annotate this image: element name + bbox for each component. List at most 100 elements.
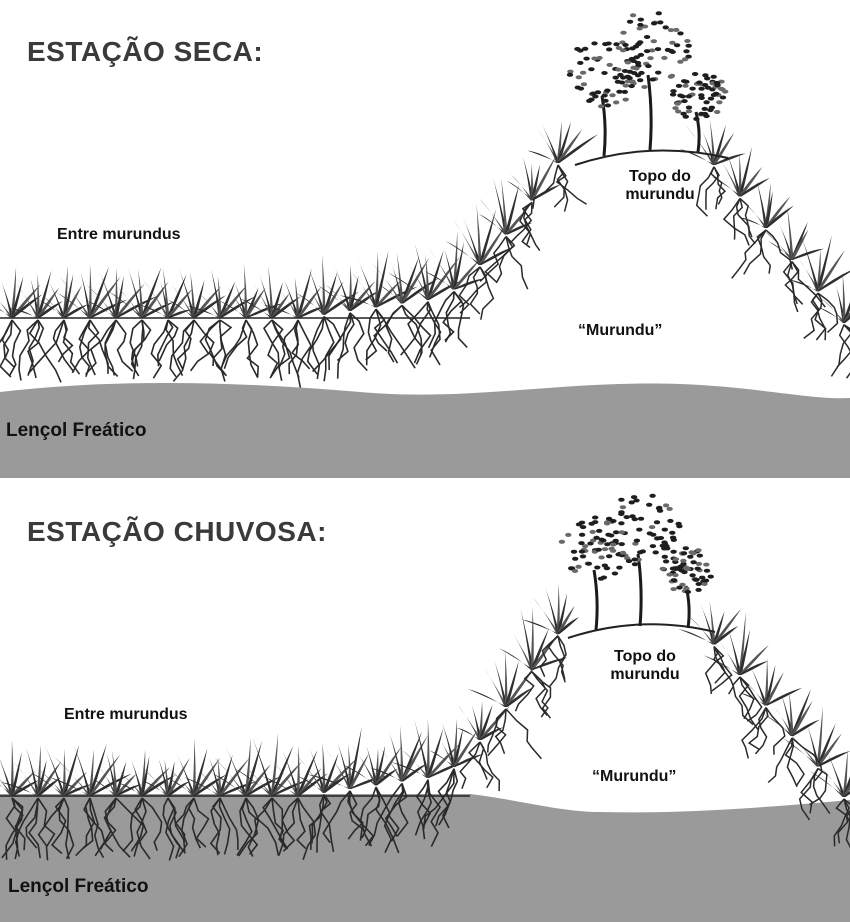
grass-blade xyxy=(36,301,63,318)
tree-leaf xyxy=(643,49,651,54)
grass-blade xyxy=(88,266,110,318)
root-strand xyxy=(278,797,299,856)
root-strand xyxy=(722,198,750,246)
grass-blade xyxy=(351,272,378,308)
tree-leaf xyxy=(612,530,620,535)
tree-leaf xyxy=(703,562,710,567)
root-strand xyxy=(75,797,96,857)
root-strand xyxy=(843,798,850,825)
tree-leaf xyxy=(618,80,626,85)
root-strand xyxy=(89,797,105,859)
tree-leaf xyxy=(616,89,623,94)
grass-blade xyxy=(366,745,378,786)
root-strand xyxy=(767,737,793,784)
grass-blade xyxy=(530,606,534,670)
root-strand xyxy=(245,797,280,856)
grass-blade xyxy=(716,152,742,197)
root-strand xyxy=(223,319,248,369)
root-strand xyxy=(316,794,325,853)
root-strand xyxy=(162,797,186,854)
root-strand xyxy=(104,319,119,377)
grass-blade xyxy=(478,224,507,265)
grass-blade xyxy=(244,287,259,318)
root-strand xyxy=(695,166,715,217)
grass-blade xyxy=(142,780,170,796)
tree-leaf xyxy=(588,67,595,72)
grass-blade xyxy=(224,745,248,796)
grass-blade xyxy=(744,681,768,706)
grass-blade xyxy=(711,176,742,197)
root-strand xyxy=(323,316,335,382)
tree-leaf xyxy=(674,101,681,106)
grass-blade xyxy=(119,771,144,796)
root-strand xyxy=(129,319,143,380)
grass-blade xyxy=(816,733,842,767)
grass-blade xyxy=(36,744,41,796)
grass-blade xyxy=(246,768,274,796)
grass-blade xyxy=(763,713,794,736)
dry-season-panel: ESTAÇÃO SECA: Entre murundus Topo do mur… xyxy=(0,11,850,478)
grass-blade xyxy=(36,270,52,318)
tree-leaf xyxy=(667,518,674,523)
grass-blade xyxy=(508,626,534,670)
tree-leaf xyxy=(609,548,617,553)
grass-blade xyxy=(426,250,444,300)
grass-blade xyxy=(414,719,430,778)
grass-blade xyxy=(452,242,464,290)
tree-leaf xyxy=(600,538,607,543)
grass-blade xyxy=(762,228,794,260)
grass-blade xyxy=(520,608,534,670)
grass-blade xyxy=(166,288,193,318)
tree-leaf xyxy=(635,42,642,47)
tree-leaf xyxy=(667,28,675,33)
tree-leaf xyxy=(643,35,651,39)
grass-blade xyxy=(348,726,362,789)
tree-leaf xyxy=(618,542,625,547)
grass-blade xyxy=(296,268,312,318)
tree-leaf xyxy=(719,95,727,100)
grass-blade xyxy=(701,129,716,165)
grass-blade xyxy=(127,268,144,318)
root-strand xyxy=(791,261,826,308)
root-strand xyxy=(27,319,65,375)
tree-leaf xyxy=(657,536,665,540)
grass-blade xyxy=(400,725,404,782)
root-strand xyxy=(487,708,507,757)
grass-blade xyxy=(116,286,144,318)
grass-blade xyxy=(270,732,279,796)
root-strand xyxy=(784,261,799,305)
grass-blade xyxy=(709,119,716,165)
tree-leaf xyxy=(566,72,574,77)
root-strand xyxy=(738,676,760,731)
grass-blade xyxy=(234,281,248,318)
grass-blade xyxy=(484,668,508,708)
tree-leaf xyxy=(641,85,648,89)
grass-blade xyxy=(493,178,508,235)
tree-leaf xyxy=(694,566,701,571)
tree-leaf xyxy=(646,502,653,507)
grass-blade xyxy=(842,784,850,797)
grass-blade xyxy=(556,617,579,634)
grass-blade xyxy=(764,205,794,228)
grass-blade xyxy=(380,748,404,782)
tree-leaf xyxy=(669,530,676,535)
tree-leaf xyxy=(683,79,690,84)
grass-blade xyxy=(322,271,338,315)
root-strand xyxy=(150,319,169,379)
root-strand xyxy=(833,798,847,847)
grass-blade xyxy=(54,756,92,796)
grass-blade xyxy=(727,627,742,676)
grass-blade xyxy=(414,243,430,300)
tree-leaf xyxy=(598,555,605,560)
root-strand xyxy=(239,797,259,855)
tree-leaf xyxy=(575,75,582,80)
root-strand xyxy=(271,797,288,850)
root-strand xyxy=(495,236,516,284)
grass-blade xyxy=(305,283,326,315)
tree-leaf xyxy=(612,75,619,80)
root-strand xyxy=(78,319,91,378)
tree-leaf xyxy=(656,508,664,513)
grass-blade xyxy=(192,748,208,796)
root-strand xyxy=(176,319,195,370)
grass-blade xyxy=(244,287,266,318)
